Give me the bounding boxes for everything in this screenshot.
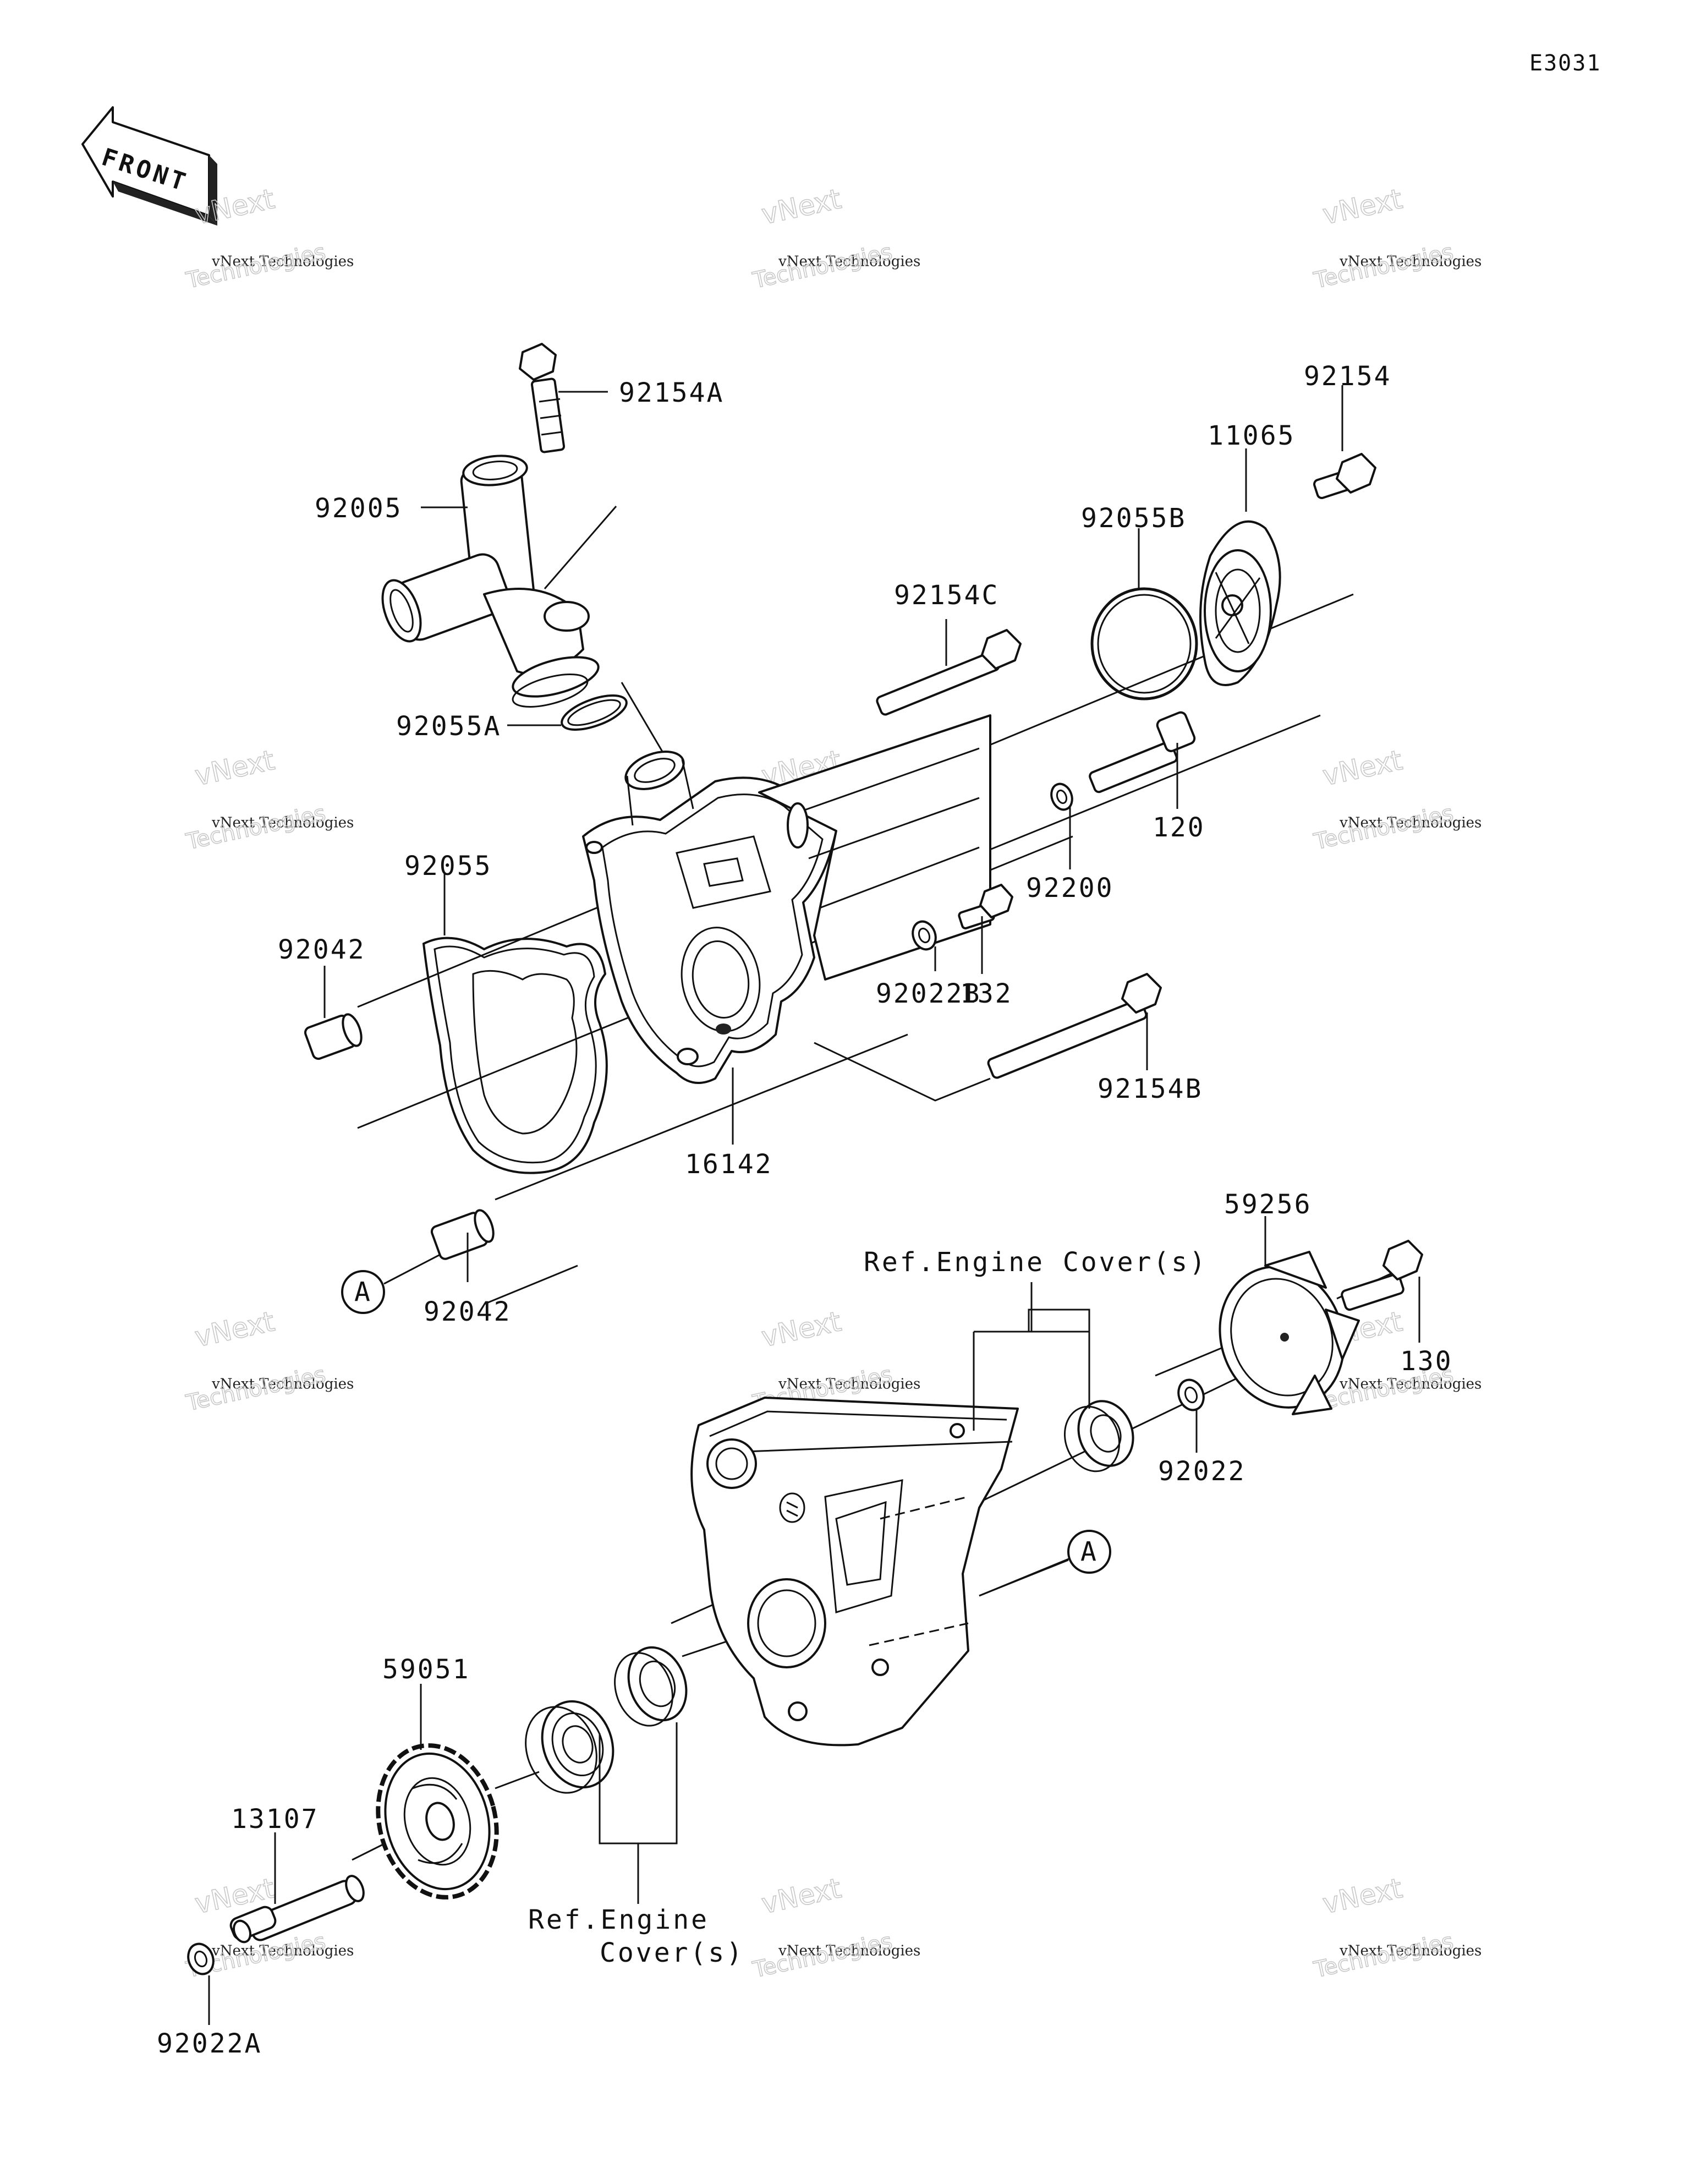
bolt-92154A [519,343,566,453]
svg-text:vNext: vNext [759,1305,844,1353]
svg-text:vNext: vNext [192,1305,277,1353]
shaft-13107 [229,1875,365,1944]
svg-text:Technologies: Technologies [750,1929,895,1983]
svg-text:vNext: vNext [192,744,277,792]
svg-text:vNext: vNext [759,1872,844,1920]
callout-92154: 92154 [1304,361,1392,392]
bolt-132 [958,884,1013,929]
svg-text:vNext Technologies: vNext Technologies [211,1376,354,1393]
callout-92042-top: 92042 [278,934,366,965]
svg-text:Technologies: Technologies [184,1362,328,1416]
bearing [525,1700,614,1794]
svg-text:Technologies: Technologies [184,239,328,294]
washer-92022A [187,1942,215,1975]
callout-130: 130 [1400,1346,1453,1377]
callout-labels: 92154A 92005 92055A 92055 92042 16142 92… [157,361,1453,2059]
svg-text:Technologies: Technologies [1312,801,1456,855]
svg-text:vNext Technologies: vNext Technologies [1339,815,1482,831]
washer-92200 [1050,782,1073,811]
dowel-pin-92042-bottom [430,1209,495,1260]
callout-92200: 92200 [1026,873,1114,904]
callout-92154A: 92154A [619,377,724,408]
svg-text:Technologies: Technologies [750,239,895,294]
cover-11065 [1199,520,1281,686]
o-ring-92055B [1090,587,1198,700]
svg-text:vNext Technologies: vNext Technologies [1339,1376,1482,1393]
callout-92022A: 92022A [157,2028,262,2059]
svg-text:A: A [1080,1536,1098,1567]
diagram-code: E3031 [1529,51,1601,76]
svg-text:Technologies: Technologies [1312,1929,1456,1983]
gasket-92055 [422,937,608,1174]
svg-text:vNext Technologies: vNext Technologies [1339,1943,1482,1959]
bolt-130 [1341,1240,1423,1311]
callout-leaders [208,385,1420,2025]
callout-92154B: 92154B [1098,1074,1203,1104]
bolt-92154C [876,629,1022,716]
svg-text:vNext Technologies: vNext Technologies [778,254,920,270]
washer-92022 [1177,1378,1205,1411]
callout-13107: 13107 [231,1804,319,1835]
callout-92055A: 92055A [396,711,501,742]
dowel-pin-92042-top [304,1013,363,1060]
connector-marker-a-right: A [979,1530,1111,1597]
water-pipe-92005 [381,455,600,708]
svg-text:vNext Technologies: vNext Technologies [211,1943,354,1959]
callout-92022: 92022 [1158,1456,1246,1487]
svg-text:vNext: vNext [1320,183,1405,231]
seal-engine-cover-bottom [614,1646,688,1727]
impeller-59256 [1219,1251,1360,1415]
callout-92005: 92005 [315,493,403,524]
svg-text:Technologies: Technologies [1312,239,1456,294]
callout-92042-bottom: 92042 [424,1296,512,1327]
svg-text:vNext Technologies: vNext Technologies [1339,254,1482,270]
ref-engine-cover-bottom-line2: Cover(s) [600,1937,744,1968]
ref-engine-cover-bottom-line1: Ref.Engine [528,1904,709,1935]
connector-marker-a-left: A [341,1254,441,1314]
callout-92154C: 92154C [894,580,999,611]
callout-16142: 16142 [685,1149,773,1180]
bolt-92154B [987,973,1162,1079]
pump-housing-16142 [582,714,991,1084]
bolt-120 [1089,711,1196,793]
ref-engine-cover-top: Ref.Engine Cover(s) [864,1247,1208,1278]
svg-text:vNext: vNext [1320,1872,1405,1920]
svg-text:A: A [354,1277,372,1307]
engine-cover [690,1397,1019,1747]
callout-120: 120 [1153,812,1205,843]
seal-engine-cover-top [1063,1400,1134,1473]
svg-text:vNext: vNext [759,183,844,231]
gear-59051 [376,1743,499,1900]
callout-132: 132 [960,978,1013,1009]
callout-92022B: 92022B [876,978,981,1009]
callout-92055: 92055 [404,851,492,882]
callout-59051: 59051 [382,1654,470,1685]
callout-11065: 11065 [1208,420,1296,451]
front-arrow-icon: FRONT [81,106,217,226]
washer-92022B [912,920,937,951]
o-ring-92055A [561,694,628,731]
callout-92055B: 92055B [1081,503,1186,534]
svg-text:Technologies: Technologies [184,801,328,855]
callout-59256: 59256 [1224,1189,1312,1220]
svg-text:vNext Technologies: vNext Technologies [211,254,354,270]
svg-text:vNext Technologies: vNext Technologies [211,815,354,831]
bolt-92154 [1313,453,1376,499]
svg-text:vNext: vNext [1320,744,1405,792]
svg-text:vNext Technologies: vNext Technologies [778,1376,920,1393]
svg-text:vNext Technologies: vNext Technologies [778,1943,920,1959]
